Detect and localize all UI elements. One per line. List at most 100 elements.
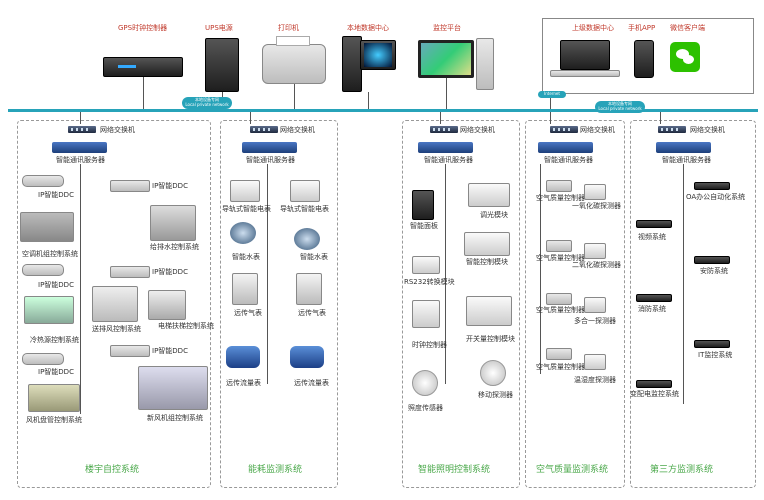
lighting-timer-label: 时钟控制器 [412, 341, 447, 349]
lighting-dimmer-icon [468, 183, 510, 207]
lighting-switch-label: 网络交换机 [460, 126, 495, 134]
wire-bas-drop [80, 112, 81, 124]
lighting-panel-icon [412, 190, 434, 220]
gps-controller-device [103, 57, 183, 77]
lpn-cn: 本地设备专网 [195, 97, 219, 102]
air-co-label: 一氧化碳探测器 [572, 202, 621, 210]
air-aq2-icon [546, 240, 572, 252]
air-co-icon [584, 184, 606, 200]
monitor-tower [476, 38, 494, 90]
bas-ddc-2-icon [22, 264, 64, 276]
local-dc-tower [342, 36, 362, 92]
lpn2-en: Local private network [598, 105, 642, 111]
gps-display-icon [118, 65, 136, 68]
ups-label: UPS电源 [205, 24, 233, 32]
laptop-base [550, 70, 620, 77]
lighting-server-label: 智能通讯服务器 [424, 156, 473, 164]
lighting-rs232-label: RS232转换模块 [404, 278, 455, 286]
wire-energy-drop [250, 112, 251, 124]
wechat-bubble2-icon [683, 55, 694, 64]
wire-dc [368, 92, 369, 110]
lighting-lux-icon [412, 370, 438, 396]
bas-ddc-r2-icon [110, 266, 150, 278]
third-video-label: 视频系统 [638, 233, 666, 241]
wechat-label: 微信客户端 [670, 24, 705, 32]
wire-internet [550, 94, 551, 110]
air-aq4-label: 空气质量控制器 [536, 363, 585, 371]
air-switch-icon [550, 126, 578, 133]
lighting-lux-label: 照度传感器 [408, 404, 443, 412]
air-multi-icon [584, 297, 606, 313]
bas-fresh-icon [138, 366, 208, 410]
third-switch-icon [658, 126, 686, 133]
wire-monitor [446, 78, 447, 110]
third-power-icon [636, 380, 672, 388]
bas-vertical-wire [80, 164, 81, 414]
lighting-smart-icon [464, 232, 510, 256]
bas-vent-label: 送排风控制系统 [92, 325, 141, 333]
lpn2-cn: 本地设备专网 [608, 101, 632, 106]
bas-ac-icon [20, 212, 74, 242]
third-oa-icon [694, 182, 730, 190]
air-temp-label: 温湿度探测器 [574, 376, 616, 384]
lighting-timer-icon [412, 300, 440, 328]
air-temp-icon [584, 354, 606, 370]
air-co2-icon [584, 243, 606, 259]
bas-ac-label: 空调机组控制系统 [22, 250, 78, 258]
third-security-label: 安防系统 [700, 267, 728, 275]
third-oa-label: OA办公自动化系统 [686, 193, 746, 201]
lighting-vertical-wire [445, 164, 446, 384]
upper-dc-label: 上级数据中心 [572, 24, 614, 32]
bas-cold-icon [24, 296, 74, 324]
bas-water-icon [150, 205, 196, 241]
lpn-en: Local private network [185, 101, 229, 107]
lighting-rs232-icon [412, 256, 440, 274]
energy-water-2-icon [294, 228, 320, 250]
energy-meter-2-label: 导轨式智能电表 [280, 205, 329, 213]
bas-server-icon [52, 142, 107, 153]
lighting-motion-icon [480, 360, 506, 386]
lighting-title: 智能照明控制系统 [418, 465, 491, 475]
energy-title: 能耗监测系统 [248, 465, 303, 475]
energy-gas-2-icon [296, 273, 322, 305]
bas-ddc-3-icon [22, 353, 64, 365]
lighting-server-icon [418, 142, 473, 153]
bas-elevator-label: 电梯扶梯控制系统 [158, 322, 214, 330]
third-title: 第三方监测系统 [650, 465, 714, 475]
bas-fcu-label: 风机盘管控制系统 [26, 416, 82, 424]
bas-ddc-2-label: IP智能DDC [38, 281, 74, 289]
local-dc-label: 本地数据中心 [347, 24, 389, 32]
air-server-label: 智能通讯服务器 [544, 156, 593, 164]
monitor-label: 监控平台 [433, 24, 461, 32]
ups-device [205, 38, 239, 92]
bas-ddc-1-icon [22, 175, 64, 187]
laptop-screen [560, 40, 610, 70]
third-security-icon [694, 256, 730, 264]
bas-water-label: 给排水控制系统 [150, 243, 199, 251]
phone-app-label: 手机APP [628, 24, 656, 32]
bas-ddc-r3-label: IP智能DDC [152, 347, 188, 355]
wire-printer [294, 84, 295, 110]
energy-flow-1-icon [226, 346, 260, 368]
air-co2-label: 二氧化碳探测器 [572, 261, 621, 269]
air-aq3-icon [546, 293, 572, 305]
panel-bas [17, 120, 211, 488]
energy-flow-1-label: 远传流量表 [226, 379, 261, 387]
wire-lighting-drop [440, 112, 441, 124]
local-dc-screen [364, 43, 392, 67]
air-switch-label: 网络交换机 [580, 126, 615, 134]
third-vertical-wire [683, 164, 684, 404]
bas-elevator-icon [148, 290, 186, 320]
energy-meter-2-icon [290, 180, 320, 202]
bas-fresh-label: 新风机组控制系统 [147, 414, 203, 422]
bas-title: 楼宇自控系统 [85, 465, 140, 475]
bas-switch-icon [68, 126, 96, 133]
energy-server-icon [242, 142, 297, 153]
lighting-switch-icon [430, 126, 458, 133]
third-power-label: 变配电监控系统 [630, 390, 679, 398]
energy-switch-icon [250, 126, 278, 133]
wechat-bubble-icon [676, 49, 689, 59]
lighting-smart-label: 智能控制模块 [466, 258, 508, 266]
